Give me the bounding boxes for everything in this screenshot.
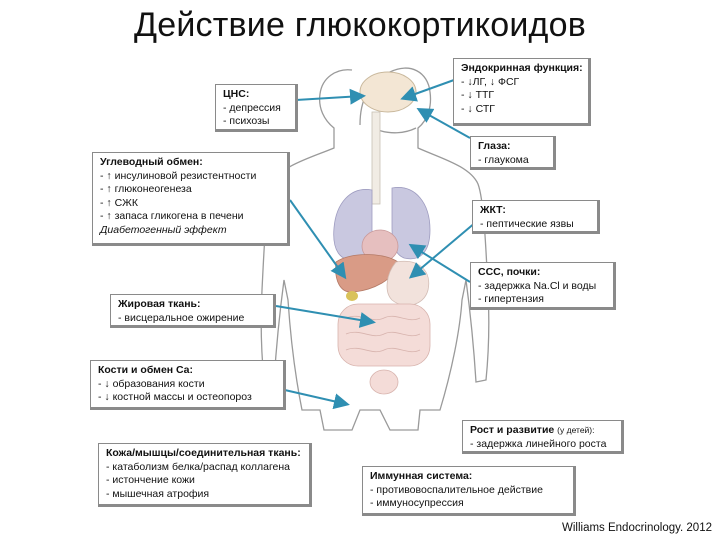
bone-box: Кости и обмен Ca: - ↓ образования кости … [90,360,286,410]
trachea-shape [371,111,381,205]
endocrine-line-3: - ↓ СТГ [461,102,495,115]
arrow-cvs [408,243,471,283]
liver-shape [335,254,399,293]
page-title: Действие глюкокортикоидов [134,6,586,44]
arrow-gi [408,221,477,279]
skin-box: Кожа/мышцы/соединительная ткань: - катаб… [98,443,312,507]
skin-line-2: - истончение кожи [106,474,195,486]
cvs-box: ССС, почки: - задержка Na.Cl и воды - ги… [470,262,616,310]
arrow-bone [275,387,350,410]
cns-box: ЦНС: - депрессия - психозы [215,84,298,132]
intestines-shape [337,303,431,367]
carb-line-3: - ↑ СЖК [100,196,138,209]
gi-line-1: - пептические язвы [480,217,574,230]
arrow-cns [295,88,366,105]
brain-shape [359,71,417,113]
skin-line-3: - мышечная атрофия [106,487,210,500]
immune-heading: Иммунная система: [370,470,473,482]
arrow-endocrine [400,79,455,102]
growth-heading: Рост и развитие (у детей): [470,424,615,438]
gi-heading: ЖКТ: [480,204,506,216]
endocrine-heading: Эндокринная функция: [461,62,583,74]
eyes-box: Глаза: - глаукома [470,136,556,170]
gi-box: ЖКТ: - пептические язвы [472,200,600,234]
carb-line-2: - ↑ глюконеогенеза [100,183,192,195]
source-credit: Williams Endocrinology. 2012 [562,522,712,534]
arrows [275,79,477,410]
eyes-line-1: - глаукома [478,153,529,166]
arrow-fat [275,305,376,328]
skin-heading: Кожа/мышцы/соединительная ткань: [106,447,301,459]
immune-line-1: - противовоспалительное действие [370,483,543,496]
carb-footer: Диабетогенный эффект [100,223,227,236]
cvs-line-1: - задержка Na.Cl и воды [478,279,597,292]
gallbladder-shape [346,291,358,301]
growth-box: Рост и развитие (у детей): - задержка ли… [462,420,624,454]
bone-line-1: - ↓ образования кости [98,377,205,390]
cns-heading: ЦНС: [223,88,250,100]
bone-heading: Кости и обмен Ca: [98,364,193,376]
carb-heading: Углеводный обмен: [100,156,203,168]
cvs-heading: ССС, почки: [478,266,541,278]
growth-note: (у детей): [557,425,595,435]
immune-box: Иммунная система: - противовоспалительно… [362,466,576,516]
cns-line-2: - психозы [223,115,270,127]
endocrine-box: Эндокринная функция: - ↓ЛГ, ↓ ФСГ - ↓ ТТ… [453,58,591,126]
arrow-carb [289,199,347,280]
growth-line-1: - задержка линейного роста [470,437,607,450]
cvs-line-2: - гипертензия [478,293,544,305]
carb-line-1: - ↑ инсулиновой резистентности [100,169,257,182]
carb-box: Углеводный обмен: - ↑ инсулиновой резист… [92,152,290,246]
fat-box: Жировая ткань: - висцеральное ожирение [110,294,276,328]
immune-line-2: - иммуносупрессия [370,497,464,509]
skin-line-1: - катаболизм белка/распад коллагена [106,460,291,473]
bladder-shape [369,369,399,395]
bone-line-2: - ↓ костной массы и остеопороз [98,391,252,403]
fat-heading: Жировая ткань: [118,298,201,310]
carb-line-4: - ↑ запаса гликогена в печени [100,210,244,222]
endocrine-line-1: - ↓ЛГ, ↓ ФСГ [461,75,520,88]
fat-line-1: - висцеральное ожирение [118,311,245,324]
eyes-heading: Глаза: [478,140,511,152]
arrow-eyes [416,108,471,139]
cns-line-1: - депрессия [223,101,281,114]
growth-heading-text: Рост и развитие [470,424,555,436]
endocrine-line-2: - ↓ ТТГ [461,89,495,101]
